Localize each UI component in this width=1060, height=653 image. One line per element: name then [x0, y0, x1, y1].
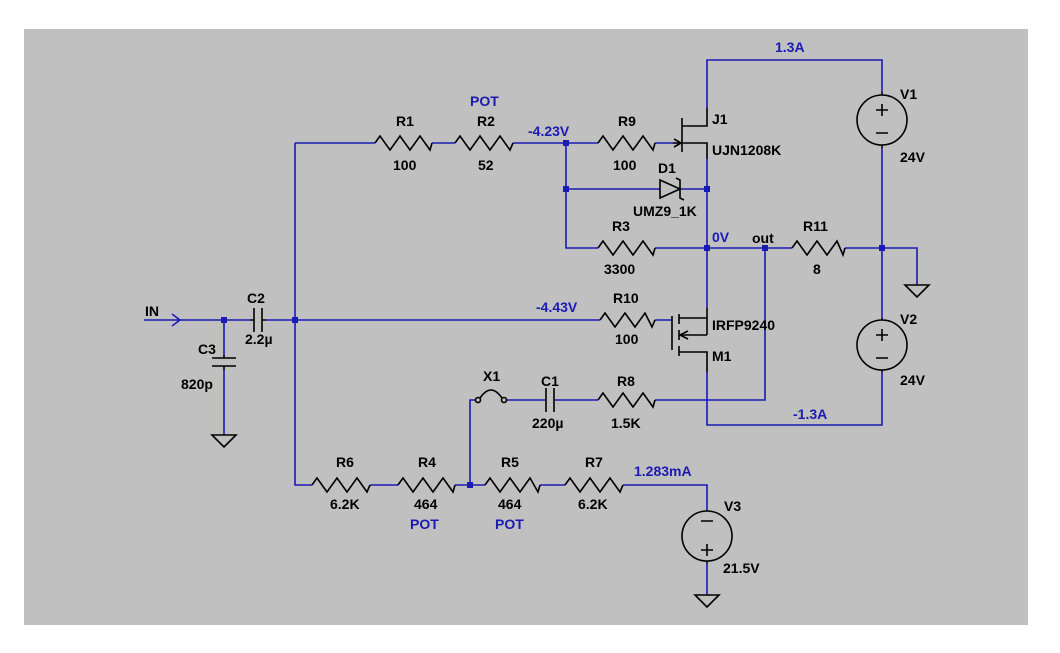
- r10-value: 100: [615, 331, 639, 347]
- v3-name: V3: [724, 498, 741, 514]
- r5-tag: POT: [495, 516, 524, 532]
- r7-value: 6.2K: [578, 496, 608, 512]
- output-label: out: [752, 230, 774, 246]
- schematic-background: [24, 29, 1028, 625]
- r3-value: 3300: [604, 261, 635, 277]
- capacitor-c1: [545, 388, 555, 412]
- r11-name: R11: [803, 218, 828, 234]
- m1-name: M1: [712, 348, 732, 364]
- v1-name: V1: [900, 86, 917, 102]
- r1-value: 100: [393, 157, 417, 173]
- r5-name: R5: [501, 454, 519, 470]
- r4-name: R4: [418, 454, 436, 470]
- current-bottom: -1.3A: [793, 406, 827, 422]
- resistor-r2: [454, 134, 514, 152]
- j1-value: UJN1208K: [712, 142, 781, 158]
- input-arrow-icon: [171, 313, 182, 327]
- c2-value: 2.2µ: [245, 331, 273, 347]
- r8-name: R8: [617, 373, 635, 389]
- voltage-j1-gate: -4.23V: [528, 123, 570, 139]
- r8-value: 1.5K: [611, 415, 641, 431]
- voltage-out: 0V: [712, 229, 730, 245]
- voltage-source-symbols: [681, 92, 908, 563]
- r3-name: R3: [612, 218, 630, 234]
- c1-name: C1: [541, 373, 559, 389]
- resistor-r1: [374, 134, 433, 152]
- c3-value: 820p: [181, 376, 213, 392]
- current-v3: 1.283mA: [634, 463, 692, 479]
- r10-name: R10: [613, 290, 639, 306]
- m1-value: IRFP9240: [712, 317, 775, 333]
- voltage-m1-gate: -4.43V: [536, 299, 578, 315]
- v2-value: 24V: [900, 372, 926, 388]
- r9-value: 100: [613, 157, 637, 173]
- junction-dots: [221, 140, 885, 488]
- jfet-j1-symbol: [673, 108, 708, 159]
- resistor-symbols: [311, 134, 846, 495]
- ground-symbols: [210, 284, 931, 609]
- r11-value: 8: [813, 261, 821, 277]
- current-top: 1.3A: [775, 39, 805, 55]
- resistor-r8: [597, 391, 656, 409]
- resistor-r5: [484, 476, 541, 495]
- d1-name: D1: [658, 160, 676, 176]
- resistor-r6: [311, 476, 371, 494]
- resistor-r7: [564, 476, 624, 494]
- resistor-r11: [791, 239, 846, 258]
- r2-name: R2: [477, 113, 495, 129]
- r4-tag: POT: [410, 516, 439, 532]
- ground-icon: [210, 434, 238, 449]
- c2-name: C2: [247, 290, 265, 306]
- r9-name: R9: [618, 113, 636, 129]
- r7-name: R7: [585, 454, 603, 470]
- r2-value: 52: [478, 157, 494, 173]
- r6-value: 6.2K: [330, 496, 360, 512]
- c3-name: C3: [198, 341, 216, 357]
- r2-tag: POT: [470, 93, 499, 109]
- wires: [144, 59, 918, 595]
- labels: IN out R1 100 POT R2 52 -4.23V R9 100 D1…: [145, 39, 926, 576]
- resistor-r3: [597, 239, 656, 257]
- resistor-r4: [397, 476, 456, 494]
- v3-value: 21.5V: [723, 560, 760, 576]
- jumper-x1-symbol: [474, 389, 508, 404]
- resistor-r9: [597, 134, 656, 152]
- r1-name: R1: [396, 113, 414, 129]
- input-label: IN: [145, 303, 159, 319]
- r4-value: 464: [414, 496, 438, 512]
- mosfet-m1-symbol: [671, 308, 708, 372]
- capacitor-c2: [250, 308, 266, 332]
- r6-name: R6: [336, 454, 354, 470]
- zener-diode-d1-symbol: [659, 177, 685, 201]
- ground-icon: [903, 284, 931, 299]
- j1-name: J1: [712, 111, 728, 127]
- resistor-r10: [599, 311, 656, 329]
- r5-value: 464: [498, 496, 522, 512]
- c1-value: 220µ: [532, 415, 563, 431]
- v1-value: 24V: [900, 149, 926, 165]
- capacitor-c3: [212, 355, 236, 370]
- capacitor-symbols: [212, 308, 555, 412]
- d1-value: UMZ9_1K: [633, 203, 697, 219]
- ground-icon: [693, 594, 721, 609]
- x1-name: X1: [483, 368, 500, 384]
- v2-name: V2: [900, 311, 917, 327]
